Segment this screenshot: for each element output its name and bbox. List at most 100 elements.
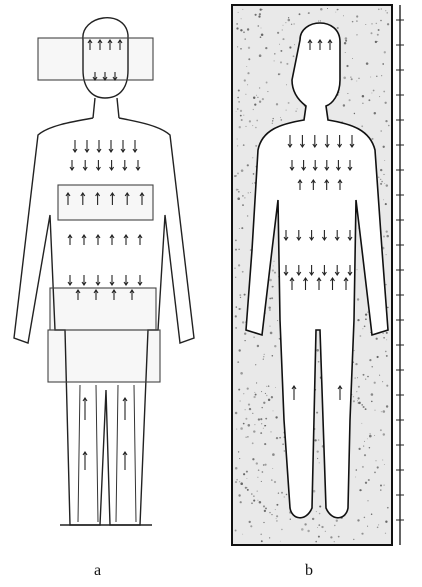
speckle-dot [254,103,256,105]
speckle-dot [236,479,238,481]
speckle-dot [355,363,357,365]
speckle-dot [304,523,306,525]
speckle-dot [257,345,259,347]
speckle-dot [244,79,246,81]
speckle-dot [238,308,240,310]
speckle-dot [261,407,262,408]
speckle-dot [261,391,262,392]
speckle-dot [353,400,355,402]
speckle-dot [352,21,354,23]
speckle-dot [261,481,262,482]
speckle-dot [245,418,247,420]
speckle-dot [378,29,380,31]
speckle-dot [278,492,279,493]
speckle-dot [386,339,387,340]
speckle-dot [238,264,240,266]
speckle-dot [249,408,251,410]
speckle-dot [263,402,265,404]
speckle-dot [318,439,320,441]
speckle-dot [316,412,318,414]
speckle-dot [246,66,247,67]
speckle-dot [265,47,267,49]
speckle-dot [364,325,366,327]
speckle-dot [279,437,281,439]
speckle-dot [387,12,388,13]
panel-b-drawing [232,5,404,545]
speckle-dot [294,44,295,45]
speckle-dot [253,109,254,110]
speckle-dot [307,530,309,532]
speckle-dot [291,24,292,25]
speckle-dot [367,376,369,378]
speckle-dot [263,522,264,523]
speckle-dot [235,481,237,483]
speckle-dot [373,90,375,92]
speckle-dot [357,269,358,270]
speckle-dot [269,298,271,300]
speckle-dot [356,20,358,22]
speckle-dot [240,297,241,298]
speckle-dot [321,526,323,528]
speckle-dot [314,439,316,441]
speckle-dot [371,32,373,34]
speckle-dot [252,183,253,184]
speckle-dot [381,8,382,9]
speckle-dot [386,184,388,186]
speckle-dot [385,284,386,285]
speckle-dot [239,228,240,229]
speckle-dot [380,183,382,185]
speckle-dot [259,13,261,15]
speckle-dot [246,487,247,488]
speckle-dot [319,505,321,507]
speckle-dot [261,540,263,542]
speckle-dot [376,23,377,24]
speckle-dot [336,520,338,522]
speckle-dot [240,48,242,50]
speckle-dot [356,80,357,81]
speckle-dot [380,429,382,431]
speckle-dot [354,350,355,351]
speckle-dot [235,315,237,317]
speckle-dot [259,54,262,57]
speckle-dot [315,541,317,543]
speckle-dot [365,379,366,380]
speckle-dot [255,364,256,365]
speckle-dot [260,432,262,434]
speckle-dot [269,537,270,538]
speckle-dot [301,528,304,531]
panel-a-pelvis-box-lower [48,330,160,382]
speckle-dot [378,177,380,179]
speckle-dot [280,50,282,52]
speckle-dot [371,366,372,367]
speckle-dot [381,75,382,76]
speckle-dot [256,120,258,122]
speckle-dot [286,63,288,65]
speckle-dot [368,479,370,481]
speckle-dot [242,271,244,273]
speckle-dot [260,418,262,420]
speckle-dot [377,466,379,468]
speckle-dot [382,459,383,460]
speckle-dot [236,429,237,430]
speckle-dot [255,127,257,129]
speckle-dot [237,46,238,47]
speckle-dot [248,58,250,60]
speckle-dot [353,539,354,540]
speckle-dot [254,424,255,425]
speckle-dot [365,408,367,410]
speckle-dot [363,374,365,376]
speckle-dot [261,33,264,36]
speckle-dot [385,203,387,205]
speckle-dot [370,77,371,78]
speckle-dot [319,513,321,515]
speckle-dot [383,91,385,93]
speckle-dot [361,404,363,406]
speckle-dot [253,495,254,496]
speckle-dot [358,397,360,399]
speckle-dot [374,410,375,411]
speckle-dot [239,349,241,351]
speckle-dot [263,505,265,507]
speckle-dot [371,23,372,24]
speckle-dot [238,451,239,452]
speckle-dot [288,102,290,104]
